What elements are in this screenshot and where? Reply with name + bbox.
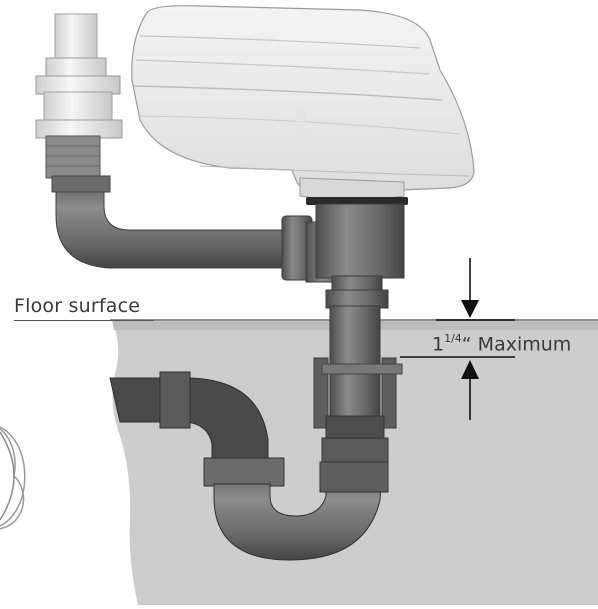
top-arrow-head bbox=[461, 300, 479, 318]
white-pipe-fitting bbox=[35, 13, 123, 179]
dimension-marker bbox=[400, 258, 515, 420]
dimension-whole: 1 bbox=[432, 333, 445, 356]
tee-fitting bbox=[281, 203, 405, 309]
bottom-arrow-head bbox=[461, 360, 479, 379]
dimension-rest: “ Maximum bbox=[461, 333, 572, 356]
p-trap bbox=[109, 371, 389, 561]
dimension-fraction: 1/4 bbox=[444, 332, 462, 345]
detail-callout-circle bbox=[0, 426, 26, 530]
maximum-dimension-label: 11/4“ Maximum bbox=[432, 332, 572, 356]
floor-surface-label: Floor surface bbox=[14, 295, 141, 317]
toilet-pump-unit bbox=[131, 5, 475, 205]
floor-surface-underline bbox=[14, 320, 154, 321]
discharge-pipe bbox=[51, 175, 291, 269]
vertical-drain-pipe bbox=[313, 305, 403, 469]
